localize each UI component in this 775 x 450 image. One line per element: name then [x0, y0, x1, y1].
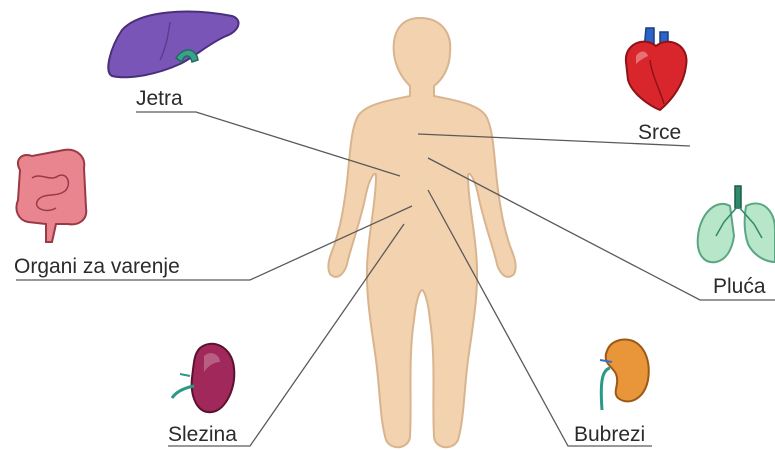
human-body	[328, 18, 515, 447]
label-digestive-organs: Organi za varenje	[14, 256, 180, 277]
intestines-icon	[16, 150, 86, 242]
label-heart: Srce	[638, 122, 681, 143]
body-silhouette	[328, 18, 515, 447]
label-kidneys: Bubrezi	[574, 424, 645, 445]
kidney-icon	[600, 339, 649, 410]
label-lungs: Pluća	[713, 276, 766, 297]
spleen-icon	[172, 344, 234, 412]
liver-icon	[108, 12, 238, 78]
label-liver: Jetra	[136, 88, 183, 109]
lungs-icon	[698, 186, 775, 262]
heart-icon	[626, 28, 687, 110]
label-spleen: Slezina	[168, 424, 237, 445]
